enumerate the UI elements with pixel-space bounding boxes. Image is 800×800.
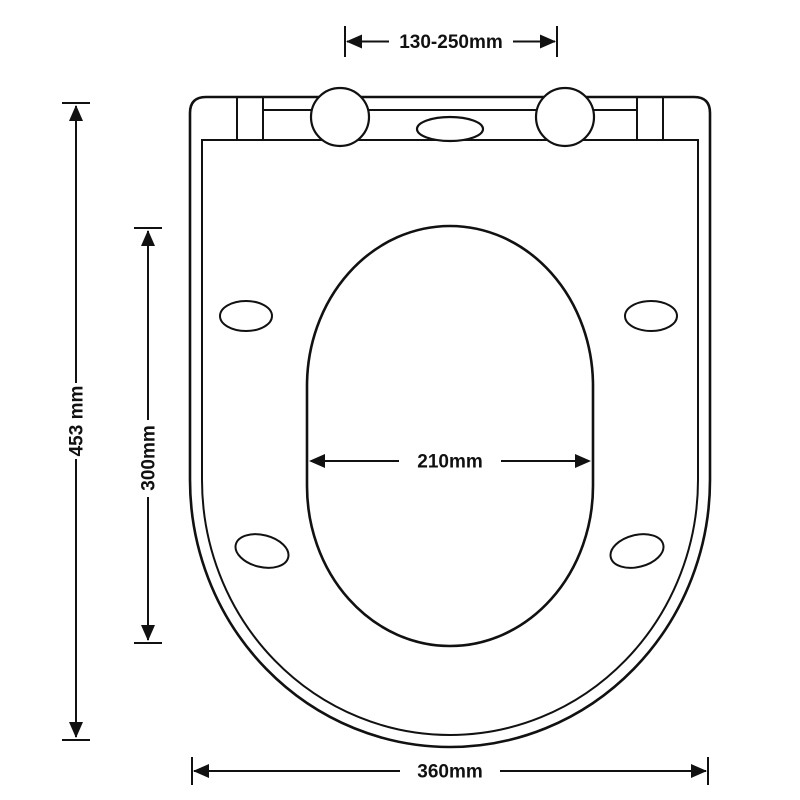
overall-length-label: 453 mm xyxy=(67,386,88,457)
dim-arrow-left-icon xyxy=(193,764,209,778)
bumper-top-left xyxy=(219,300,273,332)
bumper-bottom-right xyxy=(609,533,665,569)
dim-arrow-right-icon xyxy=(540,34,556,49)
overall-width-label: 360mm xyxy=(417,762,483,783)
bumper-top-right xyxy=(624,300,678,332)
dim-arrow-right-icon xyxy=(575,454,591,468)
dim-arrow-down-icon xyxy=(141,625,155,641)
dim-arrow-left-icon xyxy=(309,454,325,468)
dim-arrow-right-icon xyxy=(691,764,707,778)
hinge-spacing-label: 130-250mm xyxy=(399,32,503,53)
dimension-inner-length: 300mm xyxy=(134,227,162,644)
hinge-center-oval xyxy=(415,115,485,143)
hinge-circle-left xyxy=(309,86,371,148)
inner-width-label: 210mm xyxy=(417,452,483,473)
dimension-overall-length: 453 mm xyxy=(62,102,90,741)
dim-arrow-left-icon xyxy=(346,34,362,49)
seat-outer-outline xyxy=(188,95,712,749)
dim-arrow-down-icon xyxy=(69,722,83,738)
bumper-bottom-left xyxy=(234,533,290,569)
dim-arrow-up-icon xyxy=(141,230,155,246)
dim-arrow-up-icon xyxy=(69,105,83,121)
dimension-overall-width: 360mm xyxy=(191,757,709,785)
dimension-hinge-spacing: 130-250mm xyxy=(344,26,558,57)
seat-inner-edge xyxy=(201,139,699,736)
seat-body xyxy=(188,86,712,749)
hinge-left-mount xyxy=(236,96,264,141)
hinge-right-mount xyxy=(636,96,664,141)
inner-length-label: 300mm xyxy=(139,425,160,491)
hinge-circle-right xyxy=(534,86,596,148)
seat-opening xyxy=(305,224,595,648)
dimension-inner-width: 210mm xyxy=(309,452,591,473)
